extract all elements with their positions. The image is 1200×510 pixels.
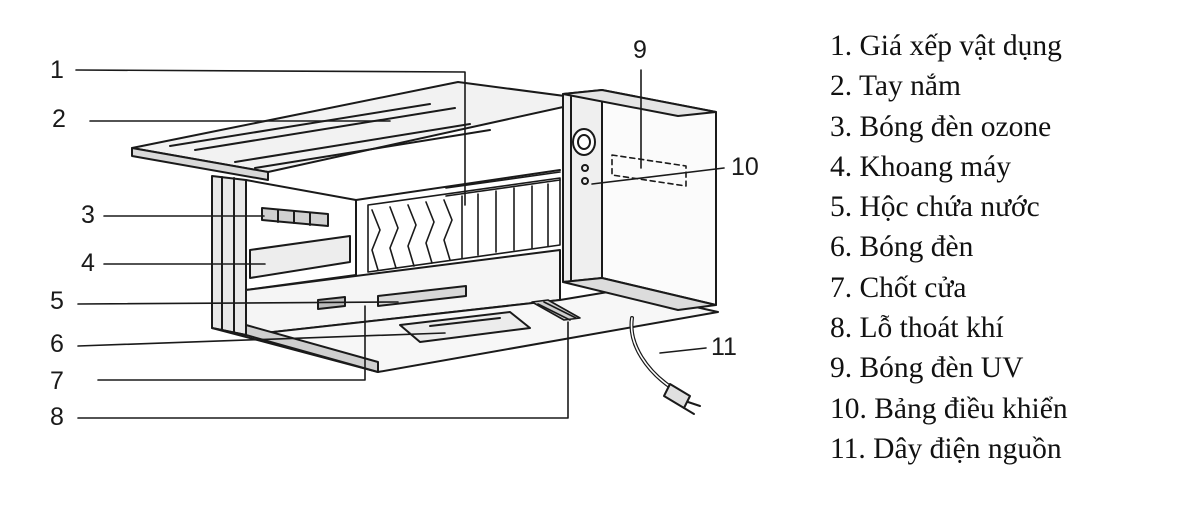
- uv-lamp: [611, 154, 687, 187]
- exhaust-vent: [531, 299, 581, 321]
- callout-10: 10: [731, 153, 759, 181]
- callout-6: 6: [50, 330, 64, 358]
- legend-item: 2. Tay nắm: [830, 70, 961, 103]
- legend-item: 6. Bóng đèn: [830, 231, 974, 264]
- callout-1: 1: [50, 56, 64, 84]
- legend-item: 8. Lỗ thoát khí: [830, 312, 1004, 345]
- lamp-window: [399, 311, 531, 343]
- machine-compartment: [249, 235, 351, 279]
- callout-9: 9: [633, 36, 647, 64]
- item-rack: [367, 171, 561, 273]
- callout-4: 4: [81, 249, 95, 277]
- leader-lines: [75, 69, 725, 419]
- ozone-lamp: [261, 207, 329, 227]
- callout-7: 7: [50, 367, 64, 395]
- control-panel: [572, 128, 596, 185]
- callout-5: 5: [50, 287, 64, 315]
- callout-numbers: 1 2 3 4 5 6 7 8 9 10 11: [50, 36, 759, 431]
- legend-item: 9. Bóng đèn UV: [830, 352, 1024, 385]
- dish-cabinet-diagram: 1 2 3 4 5 6 7 8 9 10 11: [50, 36, 759, 431]
- legend-item: 3. Bóng đèn ozone: [830, 110, 1052, 143]
- callout-8: 8: [50, 403, 64, 431]
- legend-item: 4. Khoang máy: [830, 150, 1012, 183]
- legend-item: 1. Giá xếp vật dụng: [830, 30, 1062, 62]
- parts-legend: 1. Giá xếp vật dụng 2. Tay nắm 3. Bóng đ…: [830, 26, 1068, 469]
- handle-lid: [131, 81, 596, 181]
- power-cord: [629, 316, 701, 415]
- callout-3: 3: [81, 201, 95, 229]
- legend-item: 5. Hộc chứa nước: [830, 191, 1040, 224]
- legend-item: 10. Bảng điều khiển: [830, 392, 1068, 425]
- callout-11: 11: [711, 333, 737, 361]
- control-box: [562, 89, 717, 311]
- legend-item: 7. Chốt cửa: [830, 271, 967, 304]
- callout-2: 2: [52, 105, 66, 133]
- legend-item: 11. Dây điện nguồn: [830, 432, 1062, 465]
